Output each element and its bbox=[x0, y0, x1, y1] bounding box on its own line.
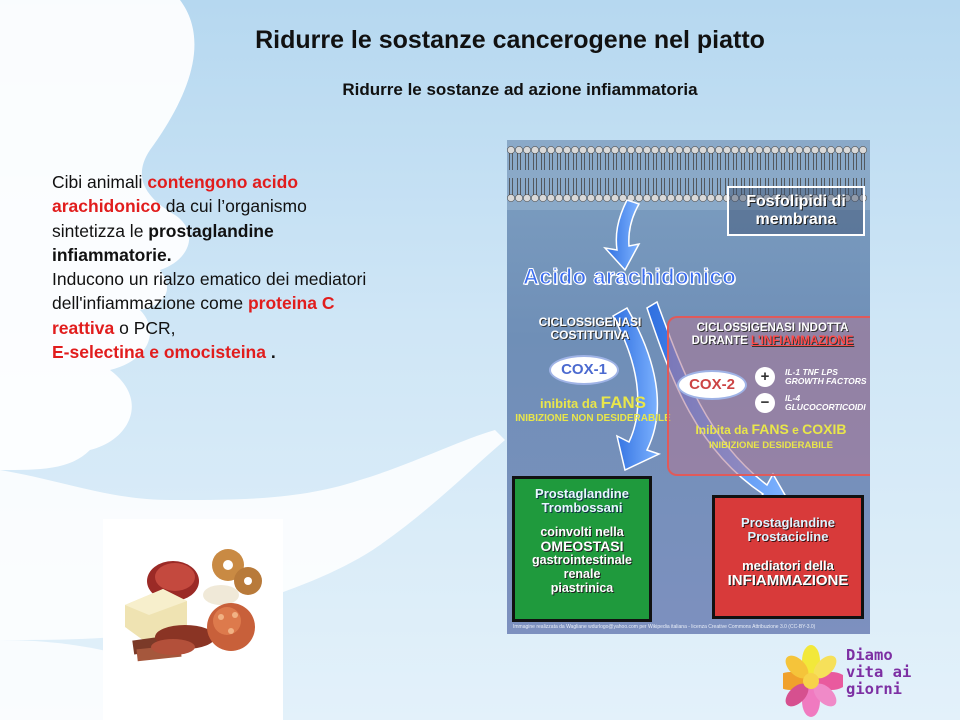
diamo-vita-logo: Diamo vita ai giorni bbox=[775, 645, 953, 717]
membrane-label-line: Fosfolipidi di bbox=[746, 193, 846, 210]
membrane-icon bbox=[507, 140, 870, 210]
plus-icon: + bbox=[755, 367, 775, 387]
logo-line: vita ai bbox=[846, 663, 912, 681]
label-line: CICLOSSIGENASI bbox=[538, 315, 642, 329]
body-text: Cibi animali contengono acido arachidoni… bbox=[52, 170, 382, 364]
box-desc-line: mediatori della bbox=[742, 558, 834, 573]
constitutive-cox-label: CICLOSSIGENASI COSTITUTIVA bbox=[515, 316, 665, 342]
label-note: INIBIZIONE DESIDERABILE bbox=[708, 440, 834, 451]
logo-line: Diamo bbox=[846, 646, 893, 664]
highlight-crp: proteina C reattiva bbox=[52, 293, 335, 338]
text-span: o PCR, bbox=[114, 317, 176, 338]
membrane-label: Fosfolipidi di membrana bbox=[727, 186, 865, 236]
label-line: GROWTH FACTORS bbox=[785, 376, 867, 386]
cox2-badge: COX-2 bbox=[677, 370, 747, 400]
box-desc-line: INFIAMMAZIONE bbox=[727, 572, 849, 589]
cox1-inhibition: inibita da FANS INIBIZIONE NON DESIDERAB… bbox=[513, 393, 673, 425]
logo-text: Diamo vita ai giorni bbox=[846, 647, 911, 698]
box-desc-line: piastrinica bbox=[550, 581, 614, 595]
minus-icon: − bbox=[755, 393, 775, 413]
text-span: Cibi animali bbox=[52, 172, 148, 192]
label-part: COXIB bbox=[802, 421, 847, 437]
label-part: DURANTE bbox=[691, 335, 752, 347]
label-part: FANS bbox=[751, 421, 789, 437]
animal-food-image bbox=[103, 519, 283, 720]
inducible-cox-label: CICLOSSIGENASI INDOTTA DURANTE L'INFIAMM… bbox=[675, 322, 870, 348]
box-head-line: Trombossani bbox=[541, 500, 623, 515]
box-head-line: Prostaglandine bbox=[535, 486, 629, 501]
cox-diagram: Fosfolipidi di membrana Acido arachidoni… bbox=[507, 140, 870, 634]
flower-icon bbox=[775, 645, 847, 717]
label-line: GLUCOCORTICOIDI bbox=[785, 402, 866, 412]
arachidonic-acid-label: Acido arachidonico bbox=[522, 264, 737, 290]
regulators: + IL-1 TNF LPS GROWTH FACTORS − IL-4 GLU… bbox=[755, 366, 870, 416]
label-line: CICLOSSIGENASI INDOTTA bbox=[696, 322, 849, 334]
box-head-line: Prostaglandine bbox=[741, 515, 835, 530]
label-line: IL-1 TNF LPS bbox=[785, 367, 838, 377]
box-desc-line: OMEOSTASI bbox=[540, 538, 624, 554]
text-span: da cui l’organismo sintetizza le bbox=[52, 196, 307, 241]
label-part: Inibita da bbox=[695, 423, 752, 437]
label-part: L'INFIAMMAZIONE bbox=[751, 335, 854, 347]
slide-subtitle: Ridurre le sostanze ad azione infiammato… bbox=[342, 80, 698, 99]
food-icon bbox=[125, 549, 262, 662]
stimulators-label: IL-1 TNF LPS GROWTH FACTORS bbox=[785, 368, 867, 386]
label-line: IL-4 bbox=[785, 393, 801, 403]
highlight-selectin: E-selectina e omocisteina bbox=[52, 342, 266, 363]
image-credit: Immagine realizzata da Wagliane wdurlogo… bbox=[513, 624, 816, 630]
label-line: COSTITUTIVA bbox=[550, 328, 630, 342]
label-part: e bbox=[788, 423, 803, 437]
box-desc-line: renale bbox=[563, 567, 601, 581]
slide-title: Ridurre le sostanze cancerogene nel piat… bbox=[255, 26, 765, 54]
label-note: INIBIZIONE NON DESIDERABILE bbox=[515, 413, 671, 424]
highlight-acid: contengono acido arachidonico bbox=[52, 172, 299, 217]
highlight-prostaglandins: prostaglandine infiammatorie. bbox=[52, 220, 274, 265]
inflammation-box: Prostaglandine Prostacicline mediatori d… bbox=[712, 495, 864, 619]
cox2-inhibition: Inibita da FANS e COXIB INIBIZIONE DESID… bbox=[669, 422, 870, 453]
text-span: Inducono un rialzo ematico dei mediatori… bbox=[52, 269, 367, 314]
homeostasis-box: Prostaglandine Trombossani coinvolti nel… bbox=[512, 476, 652, 622]
label-part: inibita da bbox=[539, 396, 601, 411]
inhibitors-label: IL-4 GLUCOCORTICOIDI bbox=[785, 394, 866, 412]
text-span: . bbox=[265, 342, 276, 363]
label-part: FANS bbox=[600, 393, 646, 412]
box-desc-line: coinvolti nella bbox=[540, 525, 624, 539]
logo-line: giorni bbox=[846, 680, 902, 698]
box-head-line: Prostacicline bbox=[747, 529, 829, 544]
cox1-badge: COX-1 bbox=[549, 355, 619, 385]
membrane-label-line: membrana bbox=[755, 211, 837, 228]
box-desc-line: gastrointestinale bbox=[531, 553, 633, 567]
